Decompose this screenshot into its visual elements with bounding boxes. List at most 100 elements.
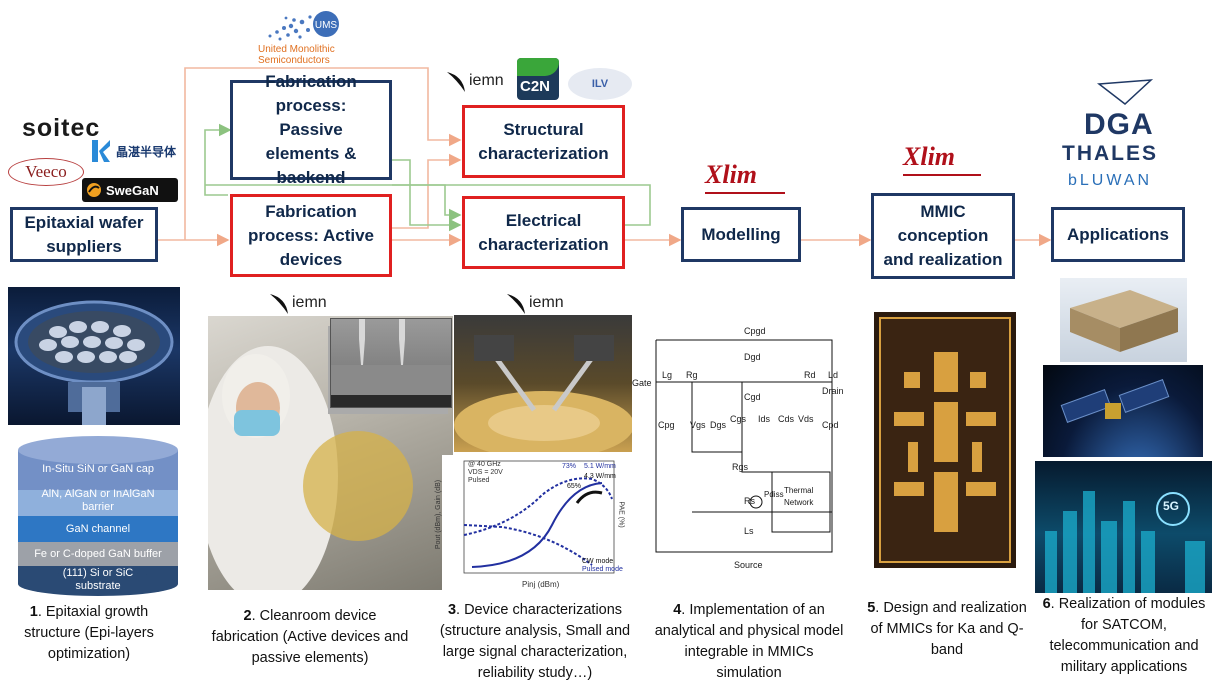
enkris-name: 晶湛半导体	[116, 144, 177, 159]
swegan-name: SweGaN	[106, 182, 159, 198]
veeco-name: Veeco	[25, 162, 67, 181]
circuit-label-dgd: Dgd	[744, 352, 761, 362]
satellite-photo	[1043, 365, 1203, 457]
mmic-layout-illustration	[879, 317, 1011, 563]
epi-layer-stack: In-Situ SiN or GaN cap AlN, AlGaN or InA…	[18, 436, 178, 596]
circuit-label-rg: Rg	[686, 370, 698, 380]
iemn-logo-probe: iemn	[505, 290, 564, 316]
circuit-schematic	[655, 339, 833, 553]
plot-legend-pulsed: Pulsed mode	[582, 566, 623, 573]
enkris-k-icon	[92, 140, 110, 162]
circuit-label-vds: Vds	[798, 414, 814, 424]
enkris-logo: 晶湛半导体	[90, 138, 176, 164]
xlim-name: Xlim	[705, 160, 758, 189]
5g-badge: 5G	[1163, 499, 1180, 513]
satcom-module-photo	[1060, 278, 1187, 362]
iemn-swoosh-icon-2	[270, 294, 288, 314]
circuit-label-drain: Drain	[822, 386, 844, 396]
caption-6-num: 6	[1042, 596, 1051, 612]
circuit-label-gate: Gate	[632, 378, 652, 388]
caption-4: 4. Implementation of an analytical and p…	[654, 600, 844, 684]
plot-note-freq: @ 40 GHz	[468, 461, 501, 468]
circuit-label-rgs: Rgs	[732, 462, 749, 472]
circuit-label-cpgd: Cpgd	[744, 326, 766, 336]
circuit-label-vgs: Vgs	[690, 420, 706, 430]
thales-logo: THALES	[1062, 142, 1158, 165]
probe-station-illustration	[454, 335, 632, 452]
circuit-label-cpd: Cpd	[822, 420, 839, 430]
epitaxy-reactor-photo	[8, 287, 180, 425]
circuit-label-network: Network	[784, 498, 814, 507]
swegan-mark-icon	[87, 183, 101, 197]
circuit-label-cpg: Cpg	[658, 420, 675, 430]
caption-6: 6. Realization of modules for SATCOM, te…	[1036, 594, 1212, 678]
iemn-logo-cleanroom: iemn	[268, 290, 327, 316]
caption-4-num: 4	[673, 602, 682, 618]
box-structural-characterization: Structural characterization	[462, 105, 625, 178]
caption-1-text: . Epitaxial growth structure (Epi-layers…	[24, 604, 154, 662]
veeco-logo: Veeco	[8, 158, 84, 186]
circuit-label-rs: Rs	[744, 496, 755, 506]
iemn-swoosh-icon	[447, 72, 465, 92]
caption-5-text: . Design and realization of MMICs for Ka…	[870, 600, 1027, 658]
xlim-logo-modelling: Xlim	[705, 160, 787, 200]
circuit-label-ld: Ld	[828, 370, 839, 380]
box-electrical-characterization: Electrical characterization	[462, 196, 625, 269]
caption-5-num: 5	[867, 600, 876, 616]
plot-note-vds: VDS = 20V	[468, 469, 503, 476]
circuit-label-thermal: Thermal	[784, 486, 814, 495]
module-box-illustration	[1070, 290, 1178, 352]
svg-text:UMS: UMS	[315, 20, 338, 31]
city-illustration	[1045, 491, 1205, 593]
satellite-illustration	[1060, 379, 1170, 423]
circuit-label-cgd: Cgd	[744, 392, 761, 402]
circuit-label-pdiss: Pdiss	[764, 490, 784, 499]
dga-name: DGA	[1084, 108, 1154, 141]
iemn-name-2: iemn	[292, 294, 327, 311]
plot-note-pae-2: 65%	[567, 483, 582, 490]
caption-1-num: 1	[29, 604, 38, 620]
box-epitaxial-wafer-suppliers: Epitaxial wafer suppliers	[10, 207, 158, 262]
xlim-logo-mmic: Xlim	[903, 142, 985, 182]
iemn-name-3: iemn	[529, 294, 564, 311]
5g-city-photo: 5G	[1035, 461, 1212, 593]
layer-substrate: (111) Si or SiC substrate	[62, 567, 134, 592]
circuit-label-dgs: Dgs	[710, 420, 727, 430]
box-fabrication-active: Fabrication process: Active devices	[230, 194, 392, 277]
c2n-logo: C2N	[517, 58, 559, 100]
sem-image-inset	[330, 318, 452, 408]
c2n-name: C2N	[520, 78, 551, 95]
power-sweep-plot: @ 40 GHz VDS = 20V Pulsed 73% 5.1 W/mm 4…	[435, 455, 637, 595]
soitec-logo: soitec	[22, 114, 101, 142]
caption-5: 5. Design and realization of MMICs for K…	[862, 598, 1032, 661]
iemn-swoosh-icon-3	[507, 294, 525, 314]
circuit-label-source: Source	[734, 560, 763, 570]
caption-6-text: . Realization of modules for SATCOM, tel…	[1049, 596, 1206, 675]
pout-gain-pae-chart	[463, 460, 615, 574]
layer-gan-channel: GaN channel	[65, 522, 131, 535]
caption-2-num: 2	[243, 608, 252, 624]
caption-2: 2. Cleanroom device fabrication (Active …	[210, 606, 410, 669]
circuit-label-rd: Rd	[804, 370, 816, 380]
box-applications: Applications	[1051, 207, 1185, 262]
plot-legend-cw: CW mode	[582, 558, 614, 565]
plot-note-power-1: 5.1 W/mm	[584, 463, 616, 470]
iemn-logo-top: iemn	[445, 68, 504, 94]
plot-y2-label: PAE (%)	[617, 501, 625, 528]
sem-electrodes-illustration	[331, 319, 451, 407]
caption-1: 1. Epitaxial growth structure (Epi-layer…	[4, 602, 174, 665]
caption-3-text: . Device characterizations (structure an…	[439, 602, 631, 681]
circuit-label-cgs: Cgs	[730, 414, 747, 424]
ums-dots-icon: UMS	[268, 11, 339, 41]
cleanroom-photo	[208, 316, 453, 590]
ums-logo: UMS United Monolithic Semiconductors	[250, 6, 350, 66]
dga-wing-icon	[1096, 79, 1154, 105]
caption-2-text: . Cleanroom device fabrication (Active d…	[211, 608, 409, 666]
probe-station-photo	[454, 315, 632, 452]
circuit-label-ids: Ids	[758, 414, 771, 424]
arrow-active-to-structural	[392, 153, 462, 229]
plot-note-mode: Pulsed	[468, 477, 490, 484]
dga-logo: DGA	[1080, 78, 1170, 141]
xlim-name-2: Xlim	[903, 142, 956, 171]
